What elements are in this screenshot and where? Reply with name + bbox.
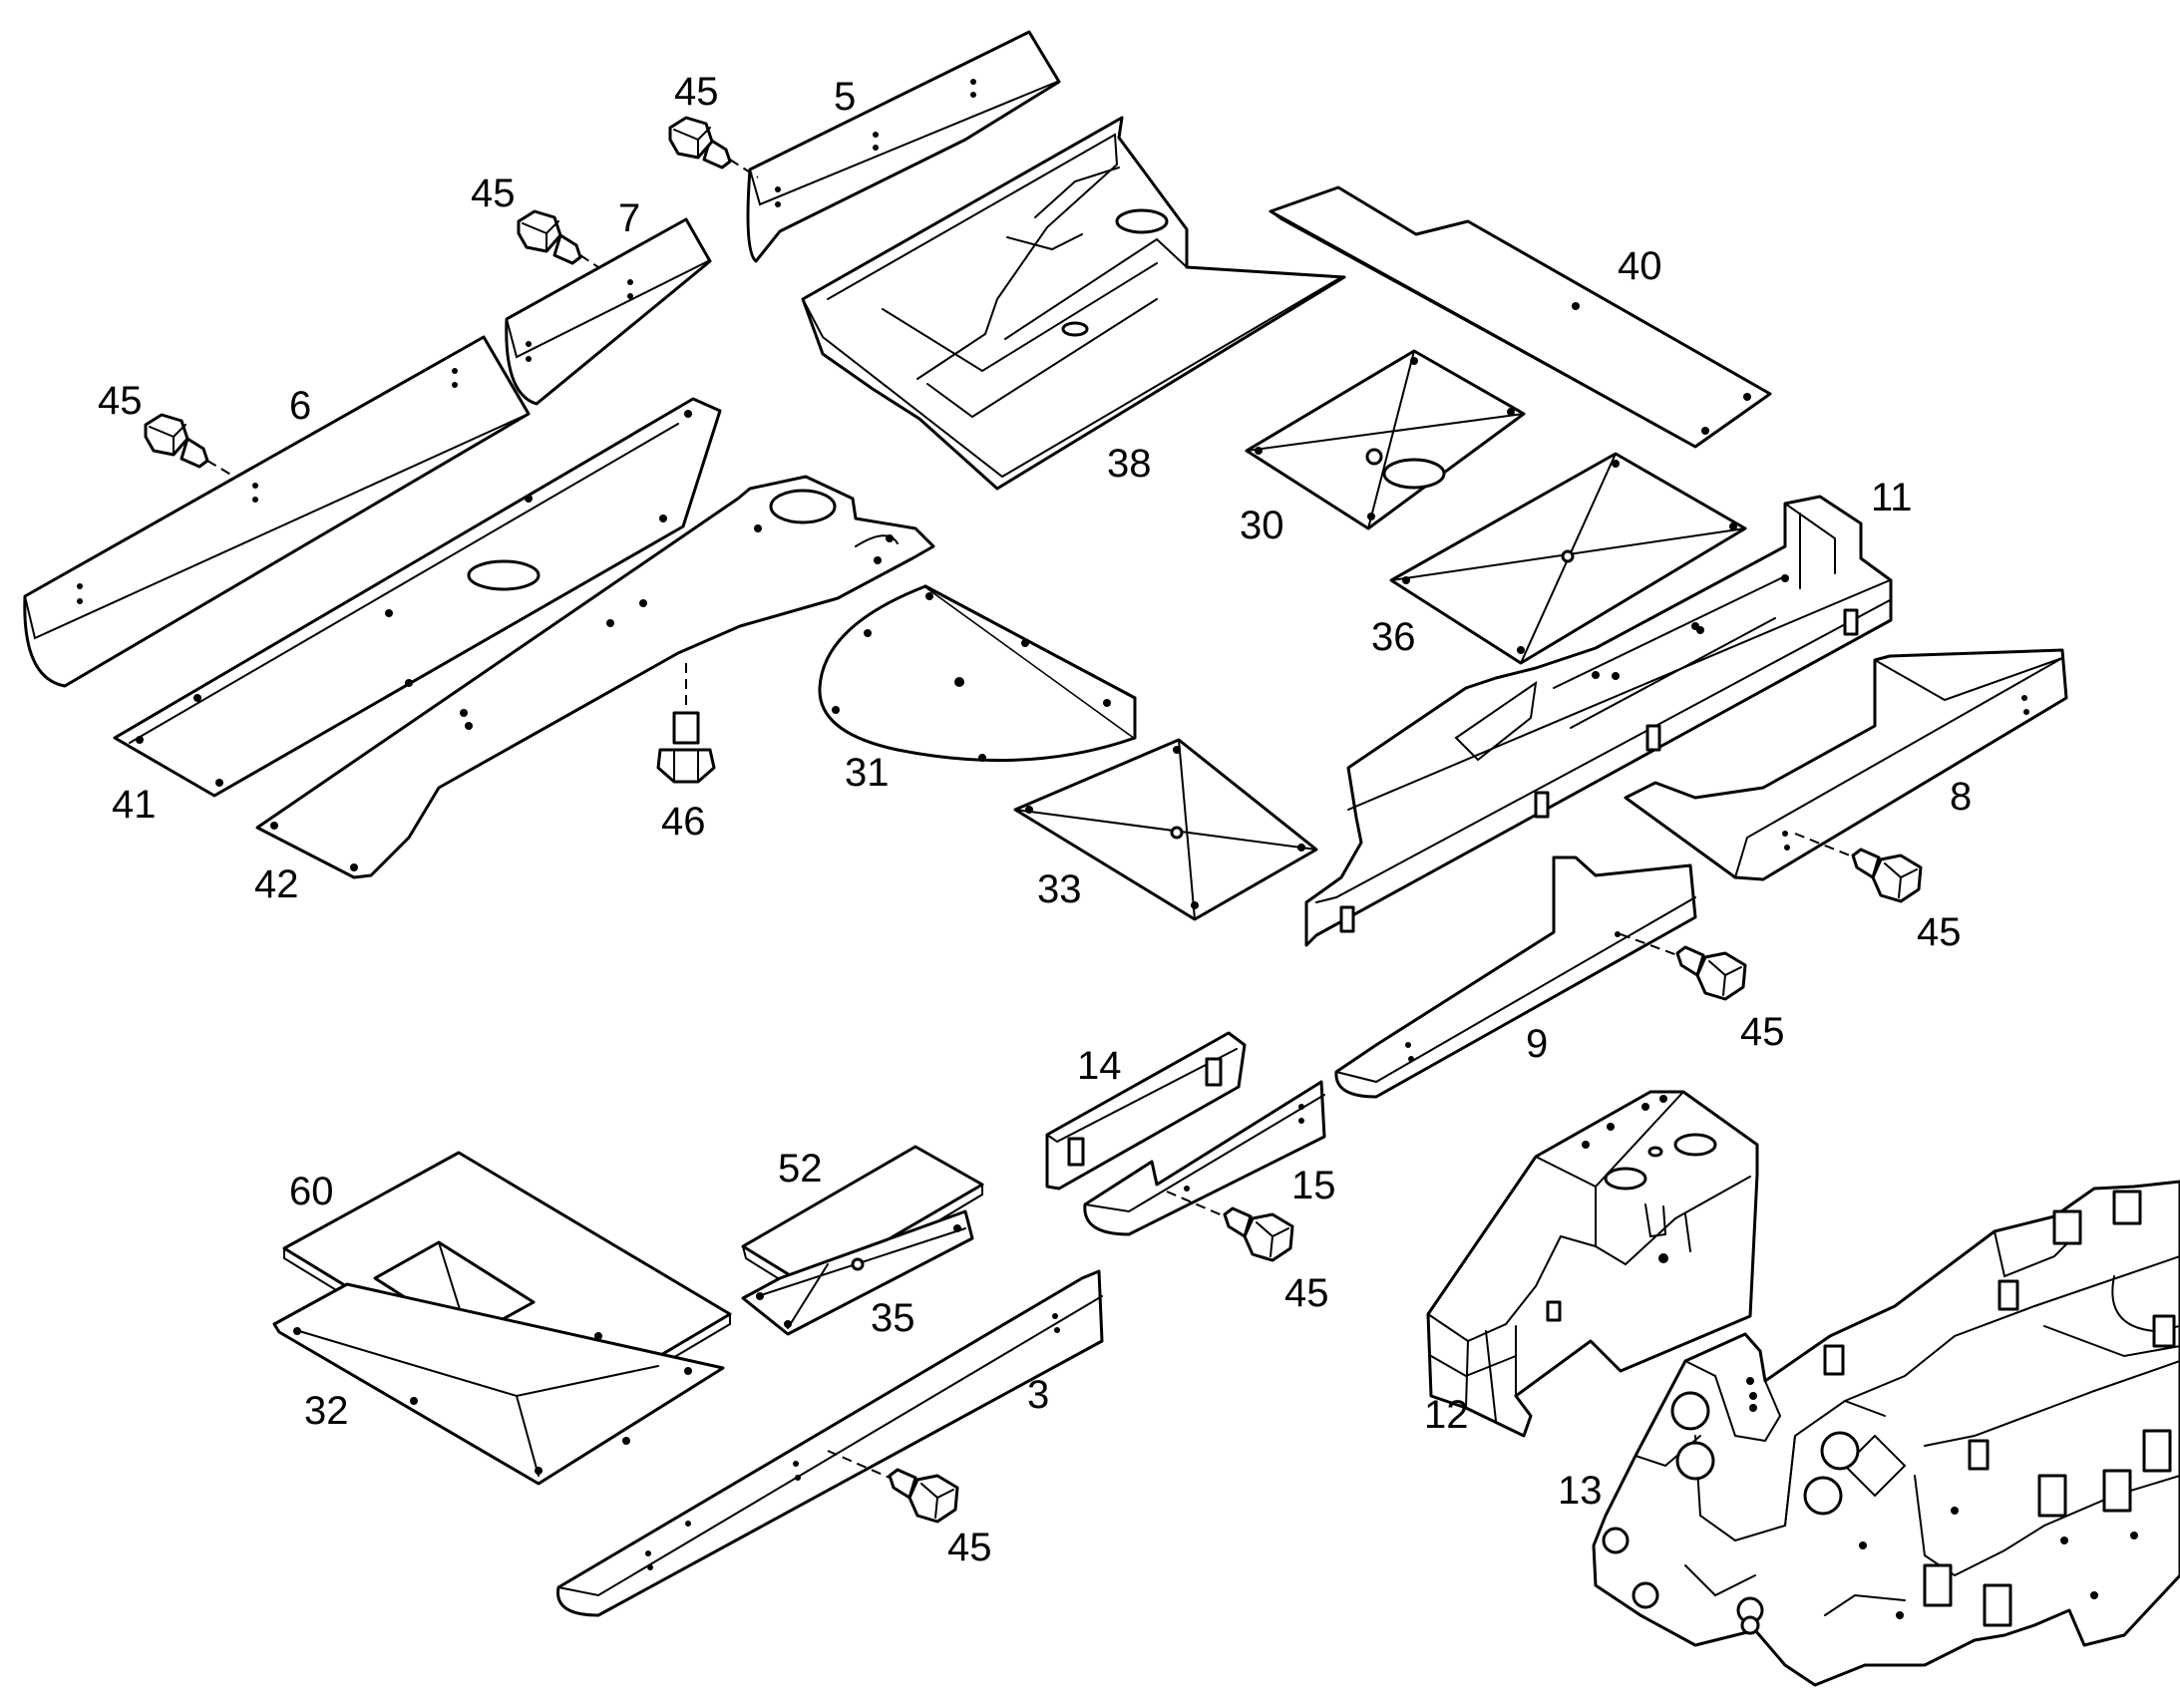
part-8-bracket xyxy=(1624,648,2068,881)
bolt-45-a xyxy=(668,116,759,178)
bolt-45-f xyxy=(1166,1191,1294,1262)
part-33-cover-plate xyxy=(1013,738,1318,921)
part-38-tray-frame xyxy=(801,116,1346,491)
callout-42: 42 xyxy=(254,862,299,906)
callout-32: 32 xyxy=(304,1389,349,1433)
part-35-cover-plate xyxy=(741,1209,974,1336)
part-30-cover-plate xyxy=(1245,349,1526,530)
part-11-frame-rail xyxy=(1304,495,1893,947)
callout-45: 45 xyxy=(947,1526,992,1569)
callout-13: 13 xyxy=(1558,1469,1603,1513)
part-15-angle-strip xyxy=(1083,1080,1326,1236)
callout-31: 31 xyxy=(845,751,890,795)
callout-labels: 45 5 45 7 40 45 6 38 30 11 36 41 46 31 8… xyxy=(98,70,1972,1569)
callout-52: 52 xyxy=(778,1147,823,1191)
part-6-angle-strip xyxy=(23,335,531,688)
callout-45: 45 xyxy=(1740,1010,1785,1054)
callout-35: 35 xyxy=(871,1296,915,1340)
callout-41: 41 xyxy=(112,783,157,827)
callout-60: 60 xyxy=(289,1170,334,1213)
bolt-45-c xyxy=(144,413,235,478)
callout-45: 45 xyxy=(98,379,143,423)
callout-33: 33 xyxy=(1037,867,1082,911)
callout-5: 5 xyxy=(834,75,856,119)
part-5-angle-strip xyxy=(746,30,1061,263)
callout-11: 11 xyxy=(1871,476,1913,519)
part-7-angle-strip xyxy=(505,217,712,406)
part-41-plate xyxy=(113,397,722,798)
callout-7: 7 xyxy=(618,196,640,240)
bolt-46 xyxy=(656,663,716,784)
part-40-plate xyxy=(1269,185,1772,449)
callout-15: 15 xyxy=(1291,1164,1336,1207)
part-12-console-housing xyxy=(1426,1090,1759,1438)
part-36-cover-plate xyxy=(1389,452,1747,665)
callout-3: 3 xyxy=(1027,1373,1049,1417)
callout-45: 45 xyxy=(1284,1271,1329,1315)
callout-8: 8 xyxy=(1950,775,1972,819)
bolt-45-g xyxy=(827,1450,959,1524)
callout-12: 12 xyxy=(1424,1393,1469,1437)
part-14-bracket-strip xyxy=(1045,1031,1247,1191)
part-9-angle-strip xyxy=(1334,855,1697,1099)
bolt-45-e xyxy=(1620,933,1747,1001)
part-31-rounded-plate xyxy=(818,584,1137,762)
callout-9: 9 xyxy=(1526,1022,1548,1066)
callout-6: 6 xyxy=(289,384,311,428)
callout-36: 36 xyxy=(1371,615,1416,659)
part-42-shaped-plate xyxy=(255,475,935,879)
callout-45: 45 xyxy=(674,70,719,114)
callout-45: 45 xyxy=(1917,910,1962,954)
callout-46: 46 xyxy=(661,800,706,844)
bolt-45-b xyxy=(517,209,599,268)
part-32-plate xyxy=(272,1282,725,1486)
callout-30: 30 xyxy=(1240,504,1284,547)
callout-14: 14 xyxy=(1077,1044,1122,1088)
callout-40: 40 xyxy=(1618,244,1662,288)
callout-45: 45 xyxy=(471,171,516,215)
part-13-chassis-frame xyxy=(1592,1180,2180,1687)
part-3-angle-strip xyxy=(556,1269,1104,1617)
bolt-45-d xyxy=(1794,833,1923,903)
callout-38: 38 xyxy=(1107,442,1152,486)
